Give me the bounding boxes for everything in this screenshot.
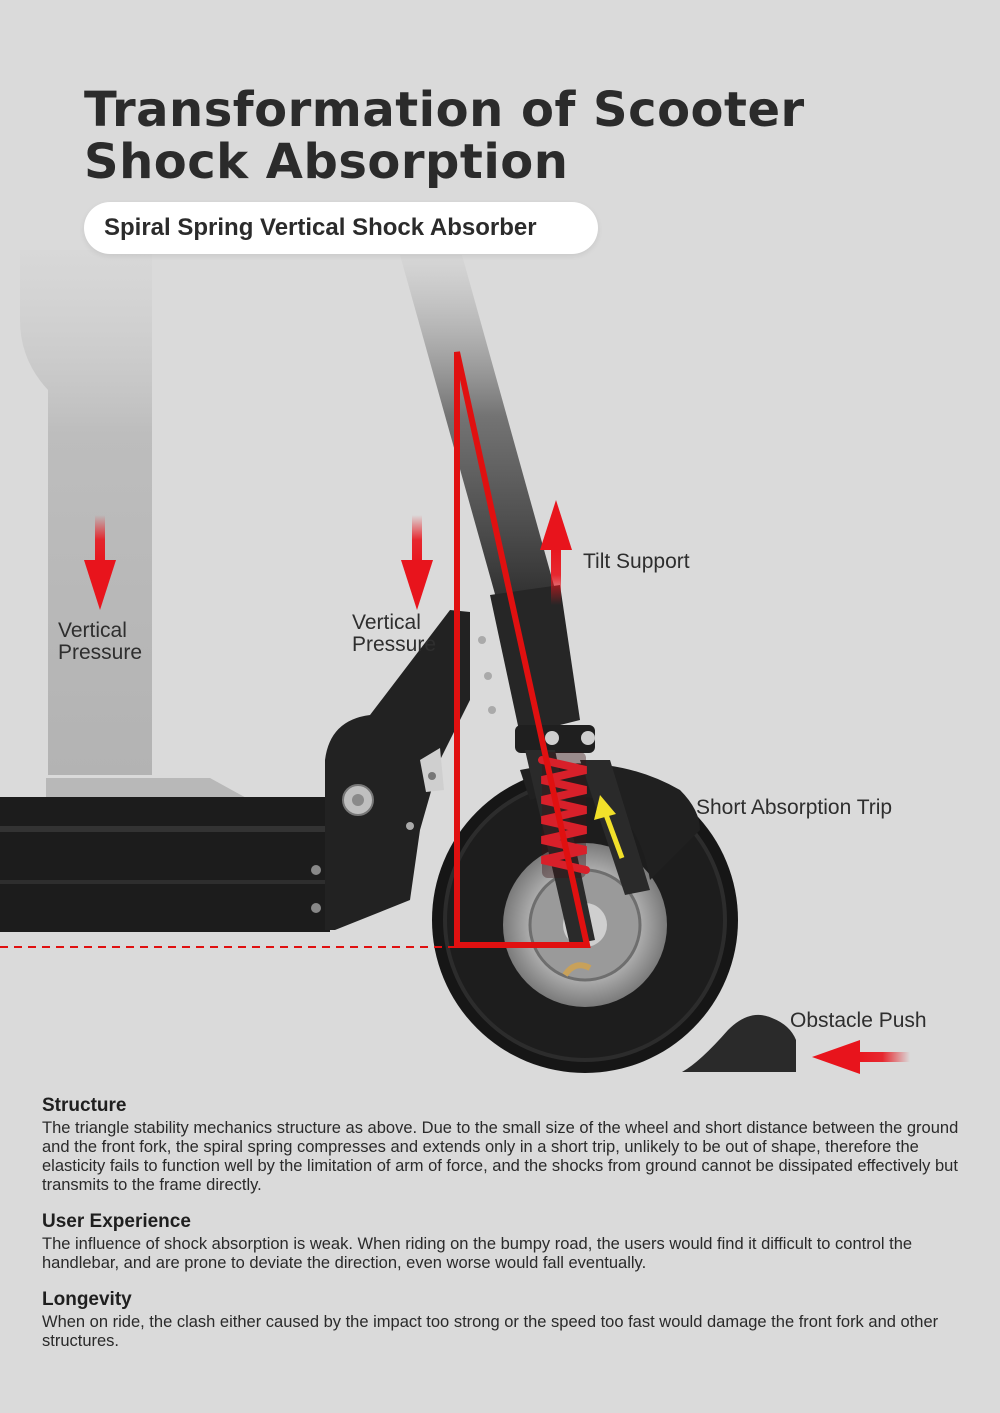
- section-longevity: Longevity When on ride, the clash either…: [42, 1289, 972, 1351]
- title-line-2: Shock Absorption: [84, 134, 569, 190]
- left-pressure-label-line2: Pressure: [58, 641, 143, 664]
- yellow-compression-arrow: [594, 795, 625, 859]
- subtitle-pill: Spiral Spring Vertical Shock Absorber: [84, 202, 598, 254]
- section-structure: Structure The triangle stability mechani…: [42, 1095, 972, 1195]
- section-heading: Longevity: [42, 1289, 132, 1310]
- center-pressure-label: Vertical Pressure: [352, 612, 436, 656]
- section-body: The triangle stability mechanics structu…: [42, 1119, 959, 1194]
- page-title: Transformation of Scooter Shock Absorpti…: [84, 84, 805, 188]
- folding-bracket: [325, 610, 470, 930]
- rider-leg-silhouette: [20, 250, 152, 775]
- scooter-stem: [400, 255, 558, 612]
- left-pressure-label: Vertical Pressure: [58, 620, 142, 664]
- scooter-deck: [0, 797, 330, 932]
- center-pressure-label-line2: Pressure: [352, 633, 437, 656]
- center-pressure-label-line1: Vertical: [352, 611, 421, 634]
- tilt-support-arrow: [540, 500, 572, 605]
- obstacle-push-arrow: [812, 1040, 910, 1074]
- section-heading: Structure: [42, 1095, 127, 1116]
- obstacle-push-label: Obstacle Push: [790, 1009, 927, 1032]
- stability-triangle: [454, 351, 591, 948]
- title-line-1: Transformation of Scooter: [84, 82, 805, 138]
- section-heading: User Experience: [42, 1211, 191, 1232]
- left-pressure-arrow: [84, 515, 116, 610]
- short-trip-label: Short Absorption Trip: [696, 796, 893, 819]
- obstacle-bump: [682, 1014, 796, 1072]
- section-body: When on ride, the clash either caused by…: [42, 1313, 939, 1350]
- section-body: The influence of shock absorption is wea…: [42, 1235, 913, 1272]
- section-user-experience: User Experience The influence of shock a…: [42, 1211, 972, 1273]
- tilt-support-label: Tilt Support: [583, 550, 690, 573]
- left-pressure-label-line1: Vertical: [58, 619, 127, 642]
- center-pressure-arrow: [401, 515, 433, 610]
